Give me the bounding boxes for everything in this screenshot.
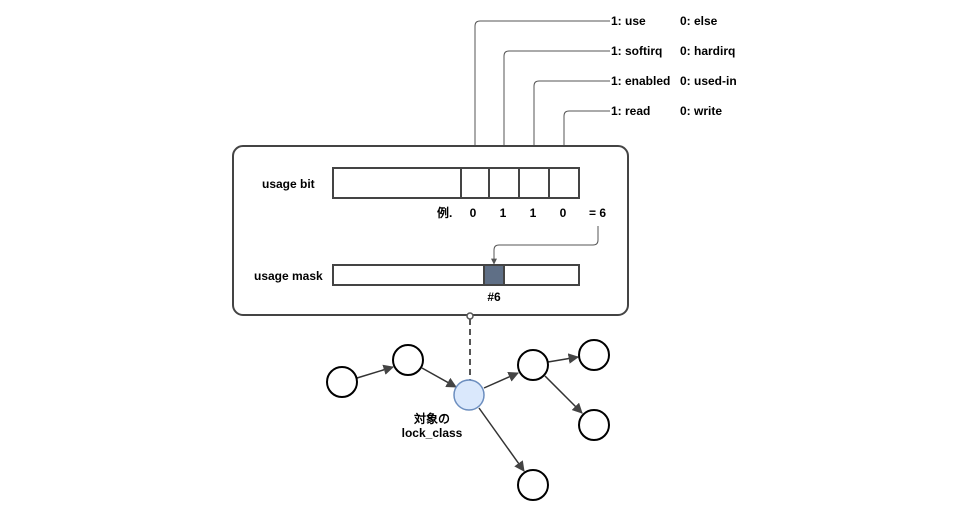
example-prefix: 例.: [437, 205, 452, 220]
connector-use: [472, 20, 610, 167]
edge-a-b: [356, 364, 395, 379]
edge-target-f: [478, 407, 525, 472]
graph-node-a: [326, 366, 358, 398]
legend-read-one: 1: read: [611, 104, 650, 118]
target-label-line1: 対象の: [413, 411, 450, 426]
legend-softirq-one: 1: softirq: [611, 44, 662, 58]
example-bit-softirq: 1: [500, 206, 507, 220]
legend-read-zero: 0: write: [680, 104, 722, 118]
legend: 1: use 0: else 1: softirq 0: hardirq 1: …: [611, 14, 737, 118]
connector-softirq: [501, 50, 610, 167]
usage-mask-field: [332, 264, 580, 286]
example-bit-use: 0: [470, 206, 477, 220]
legend-enabled-zero: 0: used-in: [680, 74, 737, 88]
legend-connectors: [472, 20, 610, 167]
usage-bit-label: usage bit: [262, 177, 315, 191]
usage-mask-bit-6: [483, 264, 505, 286]
legend-use-zero: 0: else: [680, 14, 718, 28]
result-to-mask-connector: [491, 226, 599, 265]
legend-enabled-one: 1: enabled: [611, 74, 670, 88]
usage-bit-cell-enabled: [518, 167, 550, 199]
example-result: = 6: [589, 206, 606, 220]
usage-mask-label: usage mask: [254, 269, 323, 283]
graph-edges: [356, 353, 583, 472]
usage-bit-cell-use: [460, 167, 490, 199]
edge-b-target: [421, 367, 457, 388]
graph-nodes: [326, 339, 610, 501]
container-anchor-dot: [466, 312, 474, 320]
graph-node-e: [578, 409, 610, 441]
legend-use-one: 1: use: [611, 14, 646, 28]
usage-bit-field: [332, 167, 580, 199]
graph-node-c: [517, 349, 549, 381]
usage-bit-cell-read: [548, 167, 580, 199]
target-label-line2: lock_class: [402, 426, 463, 440]
legend-softirq-zero: 0: hardirq: [680, 44, 735, 58]
graph-node-target-lock-class: [453, 379, 485, 411]
example-bit-read: 0: [560, 206, 567, 220]
example-bit-enabled: 1: [530, 206, 537, 220]
connector-read: [561, 110, 610, 167]
edge-c-e: [544, 375, 583, 414]
usage-mask-marker-label: #6: [487, 290, 501, 304]
edge-c-d: [547, 353, 580, 364]
graph-node-f: [517, 469, 549, 501]
usage-bit-upper-bits: [332, 167, 462, 199]
edge-target-c: [483, 372, 519, 389]
graph-node-d: [578, 339, 610, 371]
usage-bit-cell-softirq: [488, 167, 520, 199]
graph-node-b: [392, 344, 424, 376]
connector-enabled: [531, 80, 610, 167]
